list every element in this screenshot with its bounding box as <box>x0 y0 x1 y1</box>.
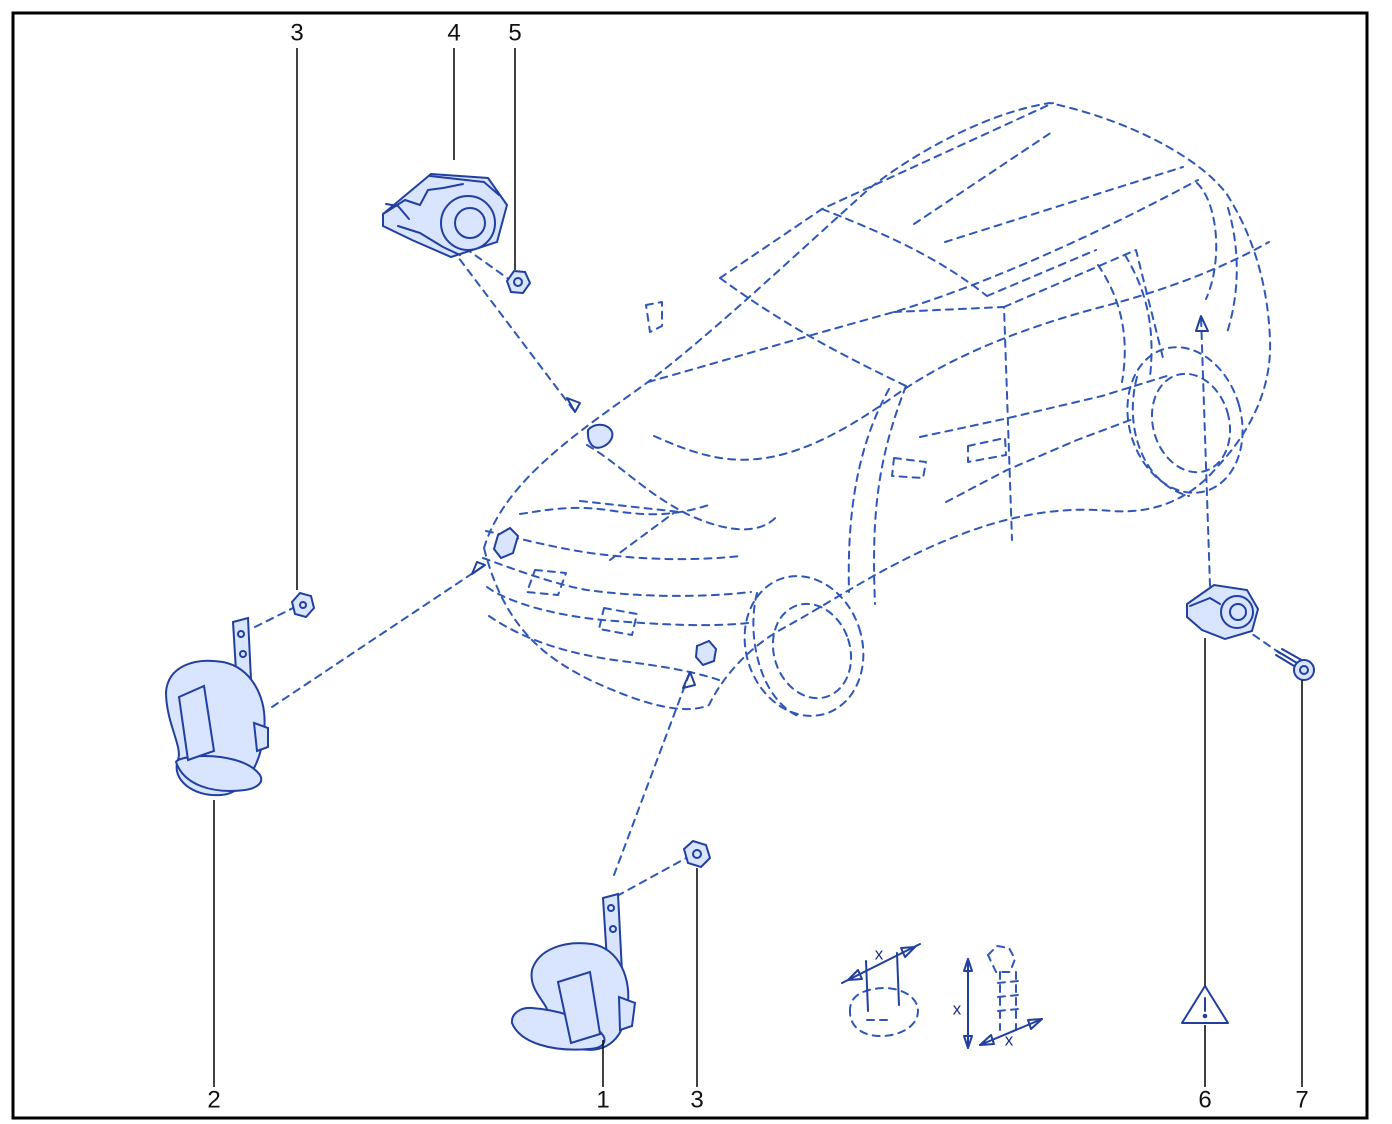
callout-7: 7 <box>1295 1086 1308 1113</box>
nut-dimension-symbol: x <box>841 943 921 1038</box>
mounting-points <box>492 423 718 667</box>
nut-3-top <box>290 591 316 619</box>
diagram-border <box>11 11 1369 1120</box>
warning-triangle-icon <box>1181 985 1229 1024</box>
callout-3-bottom: 3 <box>690 1086 703 1113</box>
left-horn-mount-point <box>492 526 520 560</box>
bolt-dimension-symbol: x x <box>953 945 1043 1049</box>
callout-5: 5 <box>508 19 521 46</box>
exploded-guides <box>254 247 1285 897</box>
callout-labels: 3 4 5 2 1 3 6 7 <box>207 19 1308 1113</box>
rear-sensor-6 <box>1186 583 1260 641</box>
screw-7 <box>1275 648 1315 681</box>
vehicle-outline <box>482 102 1272 718</box>
callout-3-top: 3 <box>290 19 303 46</box>
callout-leaders <box>213 48 1303 1087</box>
horn-1 <box>510 892 637 1051</box>
bolt-x-vertical-label: x <box>953 999 962 1018</box>
right-horn-mount-point <box>694 639 718 667</box>
sensor-assembly-4 <box>382 172 509 259</box>
nut-x-label: x <box>875 944 884 963</box>
horn-2 <box>164 616 269 797</box>
callout-4: 4 <box>447 19 460 46</box>
nut-5 <box>505 269 532 295</box>
callout-6: 6 <box>1198 1086 1211 1113</box>
callout-2: 2 <box>207 1086 220 1113</box>
upper-sensor-mount-point <box>586 423 614 449</box>
bolt-x-bottom-label: x <box>1005 1030 1014 1049</box>
callout-1: 1 <box>596 1086 609 1113</box>
fastener-tightening-legend: x x x <box>841 943 1043 1049</box>
nut-3-bottom <box>682 839 712 869</box>
